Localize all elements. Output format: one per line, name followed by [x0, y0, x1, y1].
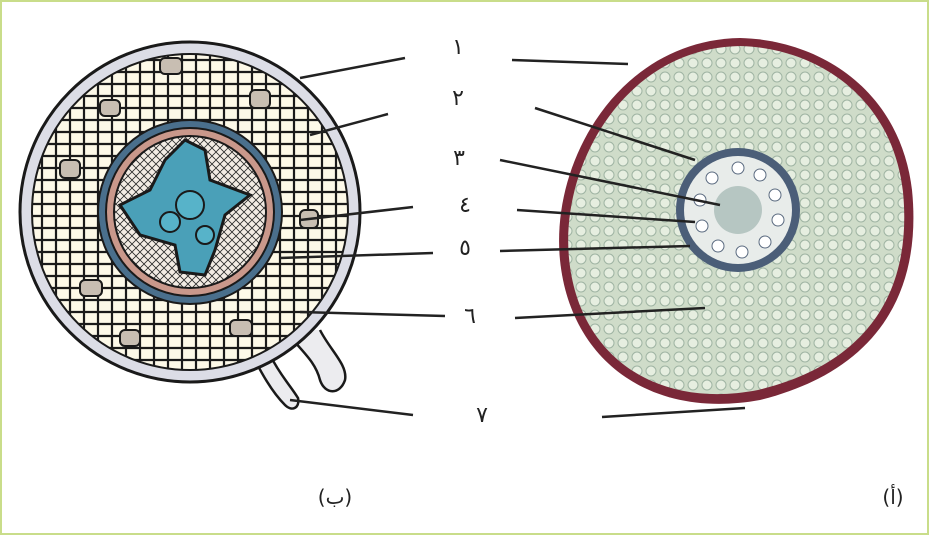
micrograph-a [559, 38, 913, 404]
xylem-vessel [160, 212, 180, 232]
label-7: ٧ [476, 403, 488, 428]
label-4: ٤ [459, 193, 471, 218]
xylem-vessel [196, 226, 214, 244]
caption-b: (ب) [318, 485, 352, 509]
label-3: ٣ [453, 146, 465, 171]
xylem-vessel [176, 191, 204, 219]
label-5: ٥ [459, 236, 471, 261]
label-1: ١ [452, 35, 464, 60]
label-6: ٦ [464, 304, 476, 329]
caption-a: (أ) [882, 484, 903, 509]
micrograph-pith [714, 186, 762, 234]
label-2: ٢ [452, 86, 464, 111]
drawing-b [20, 42, 360, 409]
